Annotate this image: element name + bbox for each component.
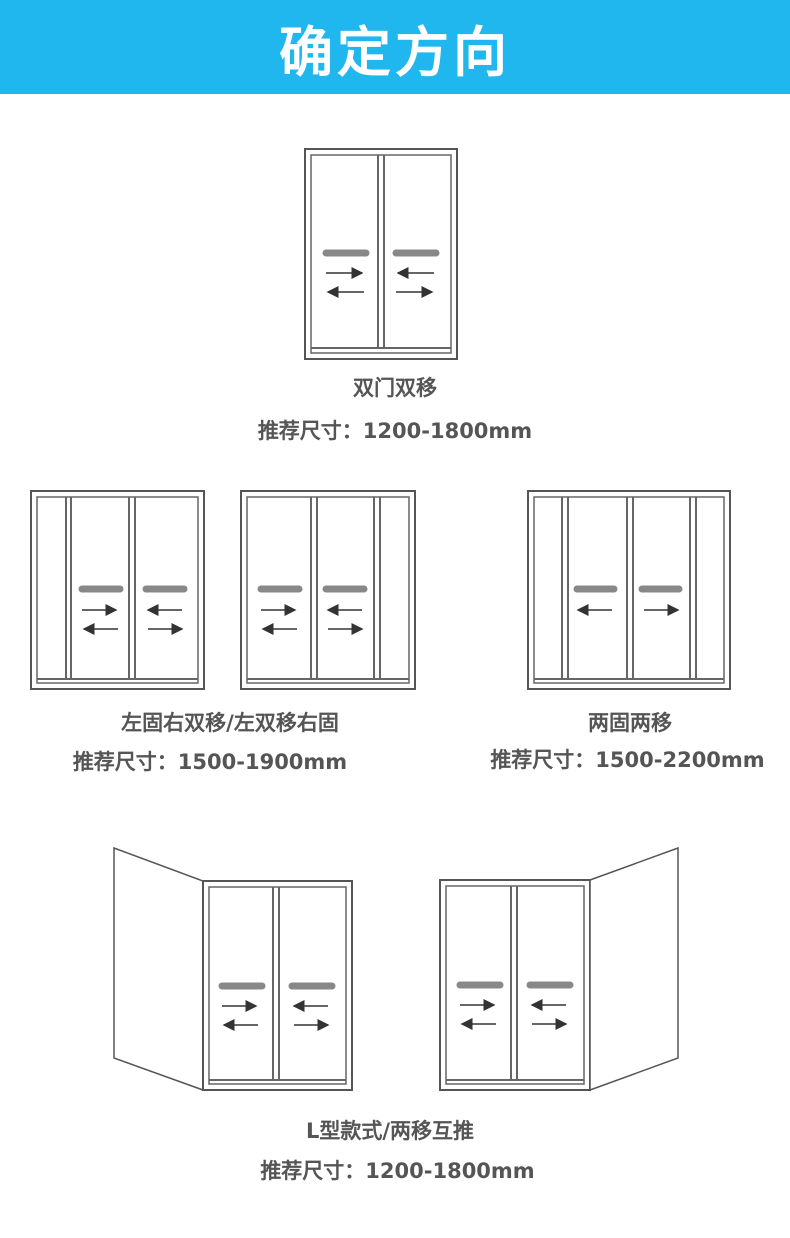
door-diagram-l-shape-left <box>113 846 353 1092</box>
door-diagram-double-slide <box>304 148 458 360</box>
section-name-fixed-double-slide: 左固右双移/左双移右固 <box>121 711 339 735</box>
door-diagram-l-shape-right <box>439 846 679 1092</box>
section-name-two-fixed: 两固两移 <box>588 711 672 735</box>
door-diagram-fixed-right <box>240 490 416 690</box>
section-size-l-shape: 推荐尺寸：1200-1800mm <box>260 1159 535 1183</box>
section-name-double-slide: 双门双移 <box>353 376 437 400</box>
page-title: 确定方向 <box>279 20 511 84</box>
door-diagram-fixed-left <box>30 490 205 690</box>
section-name-l-shape: L型款式/两移互推 <box>305 1119 475 1143</box>
section-size-fixed-double-slide: 推荐尺寸：1500-1900mm <box>72 750 348 774</box>
section-size-two-fixed: 推荐尺寸：1500-2200mm <box>490 748 765 772</box>
title-banner: 确定方向 <box>0 0 790 94</box>
section-size-double-slide: 推荐尺寸：1200-1800mm <box>257 419 533 443</box>
door-diagram-two-fixed-two-slide <box>527 490 731 690</box>
